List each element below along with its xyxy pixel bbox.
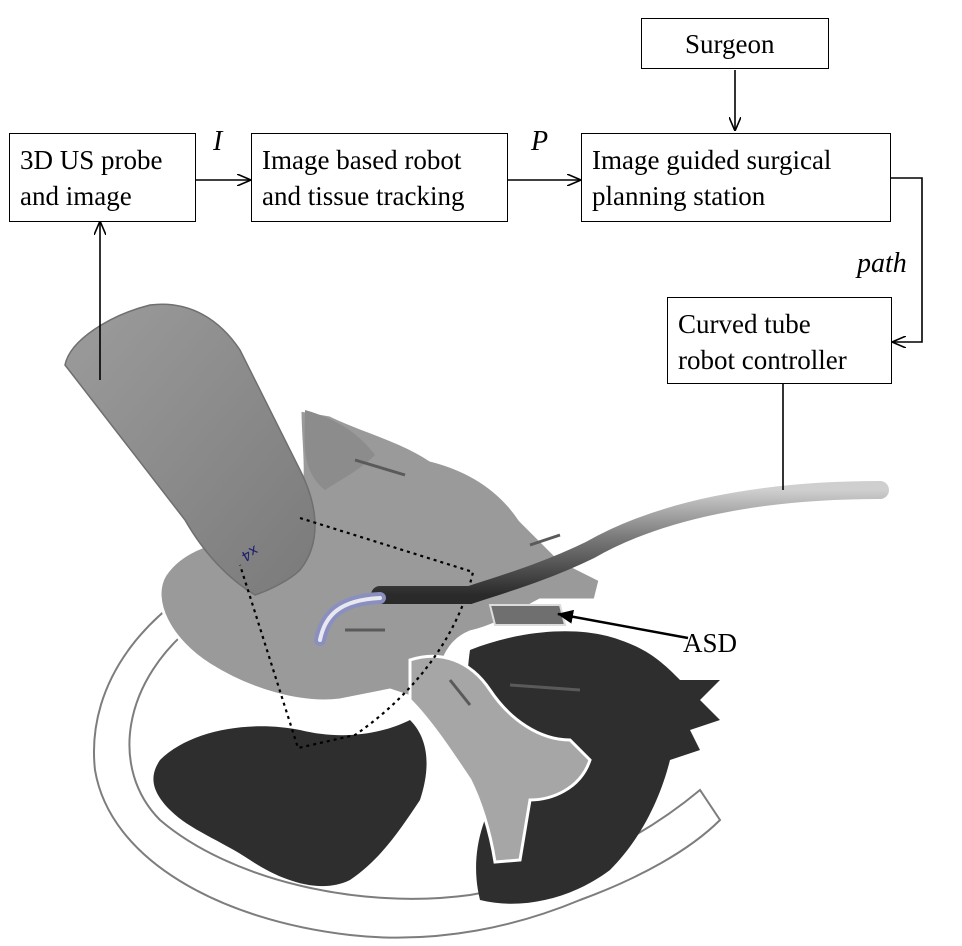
flow-arrows <box>345 458 581 706</box>
probe-label-line2: and image <box>20 181 132 211</box>
planning-block: Image guided surgical planning station <box>581 133 891 222</box>
surgeon-block: Surgeon <box>641 18 829 69</box>
ventricle-dark-right <box>467 631 720 904</box>
probe-label-line1: 3D US probe <box>20 145 163 175</box>
asd-label: ASD <box>683 628 738 658</box>
asd-bridge <box>488 604 567 626</box>
controller-block: Curved tube robot controller <box>667 297 892 384</box>
curved-tube-outer <box>371 481 889 604</box>
signal-path-label: path <box>857 248 907 279</box>
tracking-label-line1: Image based robot <box>262 145 462 175</box>
aortic-arch <box>304 410 375 490</box>
tracking-block: Image based robot and tissue tracking <box>251 133 508 222</box>
probe-marking: x4 <box>238 542 261 564</box>
probe-block: 3D US probe and image <box>9 133 196 222</box>
connectors <box>100 70 923 640</box>
tracking-label-line2: and tissue tracking <box>262 181 465 211</box>
signal-image-label: I <box>213 126 223 157</box>
heart-outline <box>93 559 722 939</box>
us-probe <box>64 303 316 596</box>
signal-pose-label: P <box>531 126 549 157</box>
septum <box>408 654 592 864</box>
controller-label-line2: robot controller <box>678 345 847 375</box>
controller-label-line1: Curved tube <box>678 309 811 339</box>
ventricle-dark-left <box>153 720 427 887</box>
planning-label-line2: planning station <box>592 181 766 211</box>
surgeon-label: Surgeon <box>685 29 775 59</box>
planning-label-line1: Image guided surgical <box>592 145 832 175</box>
